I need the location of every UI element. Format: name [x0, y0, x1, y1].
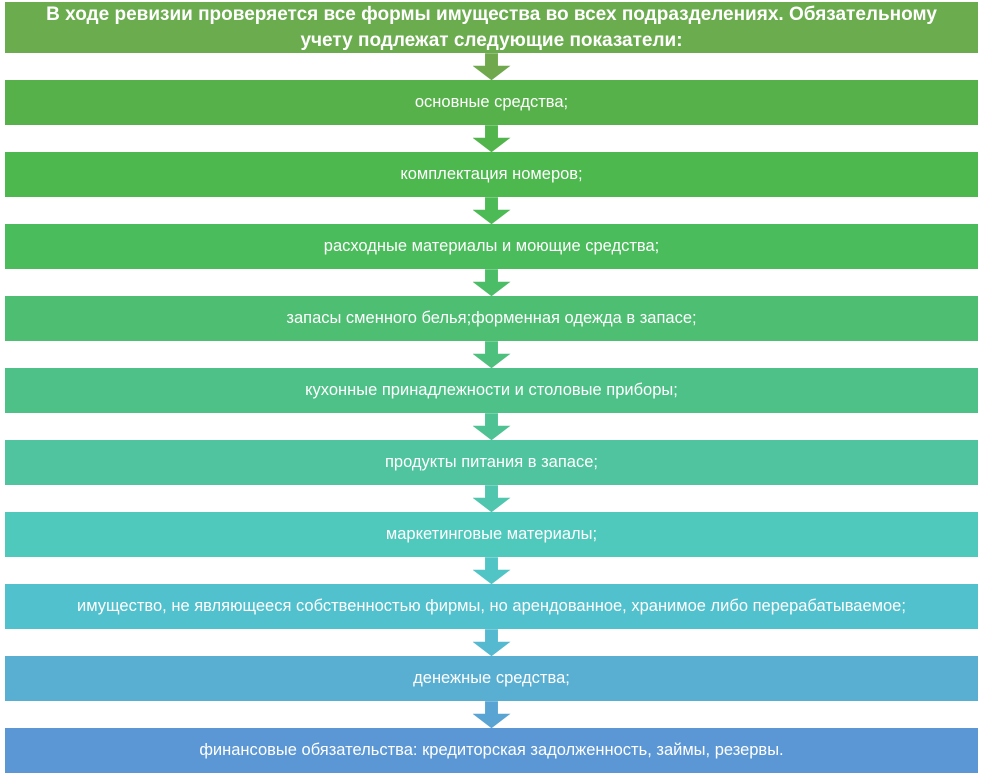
down-arrow-3 [5, 197, 978, 225]
flow-step-10: финансовые обязательства: кредиторская з… [5, 728, 978, 773]
diagram-title: В ходе ревизии проверяется все формы иму… [5, 2, 978, 54]
flow-step-label: комплектация номеров; [400, 165, 583, 184]
down-arrow-icon [472, 341, 511, 369]
down-arrow-8 [5, 557, 978, 585]
flow-step-label: имущество, не являющееся собственностью … [77, 597, 906, 616]
down-arrow-icon [472, 629, 511, 657]
down-arrow-10 [5, 701, 978, 729]
flow-step-label: основные средства; [414, 93, 569, 112]
down-arrow-1 [5, 53, 978, 81]
diagram-title-text: В ходе ревизии проверяется все формы иму… [46, 4, 937, 51]
down-arrow-6 [5, 413, 978, 441]
flow-step-5: кухонные принадлежности и столовые прибо… [5, 368, 978, 414]
down-arrow-5 [5, 341, 978, 369]
down-arrow-2 [5, 125, 978, 153]
down-arrow-icon [472, 701, 511, 729]
down-arrow-icon [472, 413, 511, 441]
down-arrow-icon [472, 197, 511, 225]
flow-step-2: комплектация номеров; [5, 152, 978, 198]
flow-step-7: маркетинговые материалы; [5, 512, 978, 558]
flow-step-label: продукты питания в запасе; [385, 453, 598, 472]
flow-step-4: запасы сменного белья;форменная одежда в… [5, 296, 978, 342]
flow-step-label: финансовые обязательства: кредиторская з… [199, 741, 784, 760]
down-arrow-icon [472, 557, 511, 585]
flow-step-label: расходные материалы и моющие средства; [323, 237, 660, 256]
down-arrow-icon [472, 269, 511, 297]
down-arrow-icon [472, 125, 511, 153]
flow-step-8: имущество, не являющееся собственностью … [5, 584, 978, 630]
down-arrow-7 [5, 485, 978, 513]
flow-step-3: расходные материалы и моющие средства; [5, 224, 978, 270]
flow-step-9: денежные средства; [5, 656, 978, 702]
down-arrow-9 [5, 629, 978, 657]
flow-step-label: запасы сменного белья;форменная одежда в… [286, 309, 697, 328]
down-arrow-icon [472, 53, 511, 81]
flow-step-1: основные средства; [5, 80, 978, 126]
down-arrow-icon [472, 485, 511, 513]
flow-step-6: продукты питания в запасе; [5, 440, 978, 486]
flow-step-label: кухонные принадлежности и столовые прибо… [305, 381, 678, 400]
flow-step-label: денежные средства; [413, 669, 570, 688]
down-arrow-4 [5, 269, 978, 297]
flow-step-label: маркетинговые материалы; [385, 525, 598, 544]
